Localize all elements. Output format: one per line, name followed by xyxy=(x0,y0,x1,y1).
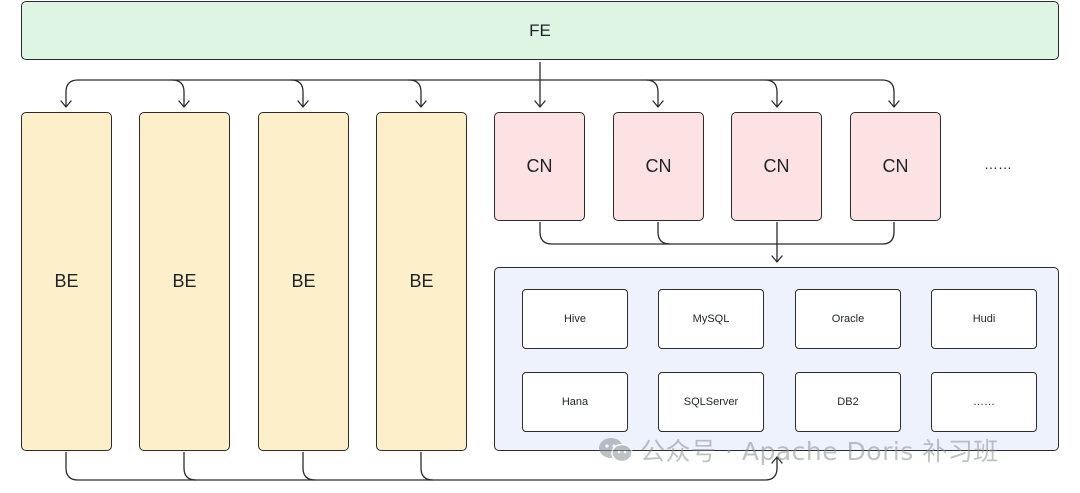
be2-connector xyxy=(183,452,197,481)
source-more: …… xyxy=(931,372,1037,432)
source-hive: Hive xyxy=(522,289,628,349)
cn-node-3: CN xyxy=(731,112,822,221)
cn2-connector xyxy=(657,222,671,245)
source-label: Hana xyxy=(561,396,589,408)
more-cn-indicator: …… xyxy=(984,156,1012,172)
arrowhead-be3 xyxy=(297,100,309,108)
arrowhead-panel-top xyxy=(771,255,783,263)
cn-label: CN xyxy=(882,156,909,176)
fe-drop-be3 xyxy=(290,79,304,107)
arrowhead-cn4 xyxy=(888,100,900,108)
cn-bus-line xyxy=(539,222,895,245)
be-label: BE xyxy=(409,271,434,291)
source-hudi: Hudi xyxy=(931,289,1037,349)
cn-label: CN xyxy=(526,156,553,176)
source-label: Oracle xyxy=(831,313,865,325)
be3-connector xyxy=(302,452,316,481)
source-label: DB2 xyxy=(837,396,859,408)
source-oracle: Oracle xyxy=(795,289,901,349)
be-label: BE xyxy=(172,271,197,291)
be-node-2: BE xyxy=(139,112,230,451)
arrowhead-cn2 xyxy=(652,100,664,108)
source-sqlserver: SQLServer xyxy=(658,372,764,432)
cn-node-4: CN xyxy=(850,112,941,221)
fe-node: FE xyxy=(21,1,1059,60)
cn-node-1: CN xyxy=(494,112,585,221)
cn-node-2: CN xyxy=(613,112,704,221)
be-node-4: BE xyxy=(376,112,467,451)
fe-label: FE xyxy=(529,20,551,40)
be-node-3: BE xyxy=(258,112,349,451)
arrowhead-cn1 xyxy=(534,100,546,108)
arrowhead-be2 xyxy=(178,100,190,108)
watermark-text: 公众号 · Apache Doris 补习班 xyxy=(640,437,999,466)
cn-label: CN xyxy=(763,156,790,176)
be-label: BE xyxy=(291,271,316,291)
source-label: Hive xyxy=(563,313,586,325)
source-db2: DB2 xyxy=(795,372,901,432)
arrowhead-be4 xyxy=(415,100,427,108)
source-mysql: MySQL xyxy=(658,289,764,349)
be4-connector xyxy=(420,452,434,481)
source-label: …… xyxy=(973,396,995,408)
arrowhead-be1 xyxy=(60,100,72,108)
source-hana: Hana xyxy=(522,372,628,432)
fe-bus-line xyxy=(65,79,895,93)
fe-drop-cn2 xyxy=(645,79,659,107)
source-label: MySQL xyxy=(692,313,730,325)
data-sources-panel: Hive MySQL Oracle Hudi Hana SQLServer DB… xyxy=(494,267,1059,451)
fe-drop-cn3 xyxy=(764,79,778,107)
arrowhead-panel-bottom xyxy=(771,456,783,464)
source-label: SQLServer xyxy=(683,396,739,408)
source-label: Hudi xyxy=(972,313,996,325)
arrowhead-cn3 xyxy=(771,100,783,108)
fe-drop-be4 xyxy=(408,79,422,107)
be-bus-line xyxy=(65,452,778,481)
fe-drop-be2 xyxy=(171,79,185,107)
be-label: BE xyxy=(54,271,79,291)
cn-label: CN xyxy=(645,156,672,176)
wechat-icon xyxy=(599,438,633,463)
be-node-1: BE xyxy=(21,112,112,451)
